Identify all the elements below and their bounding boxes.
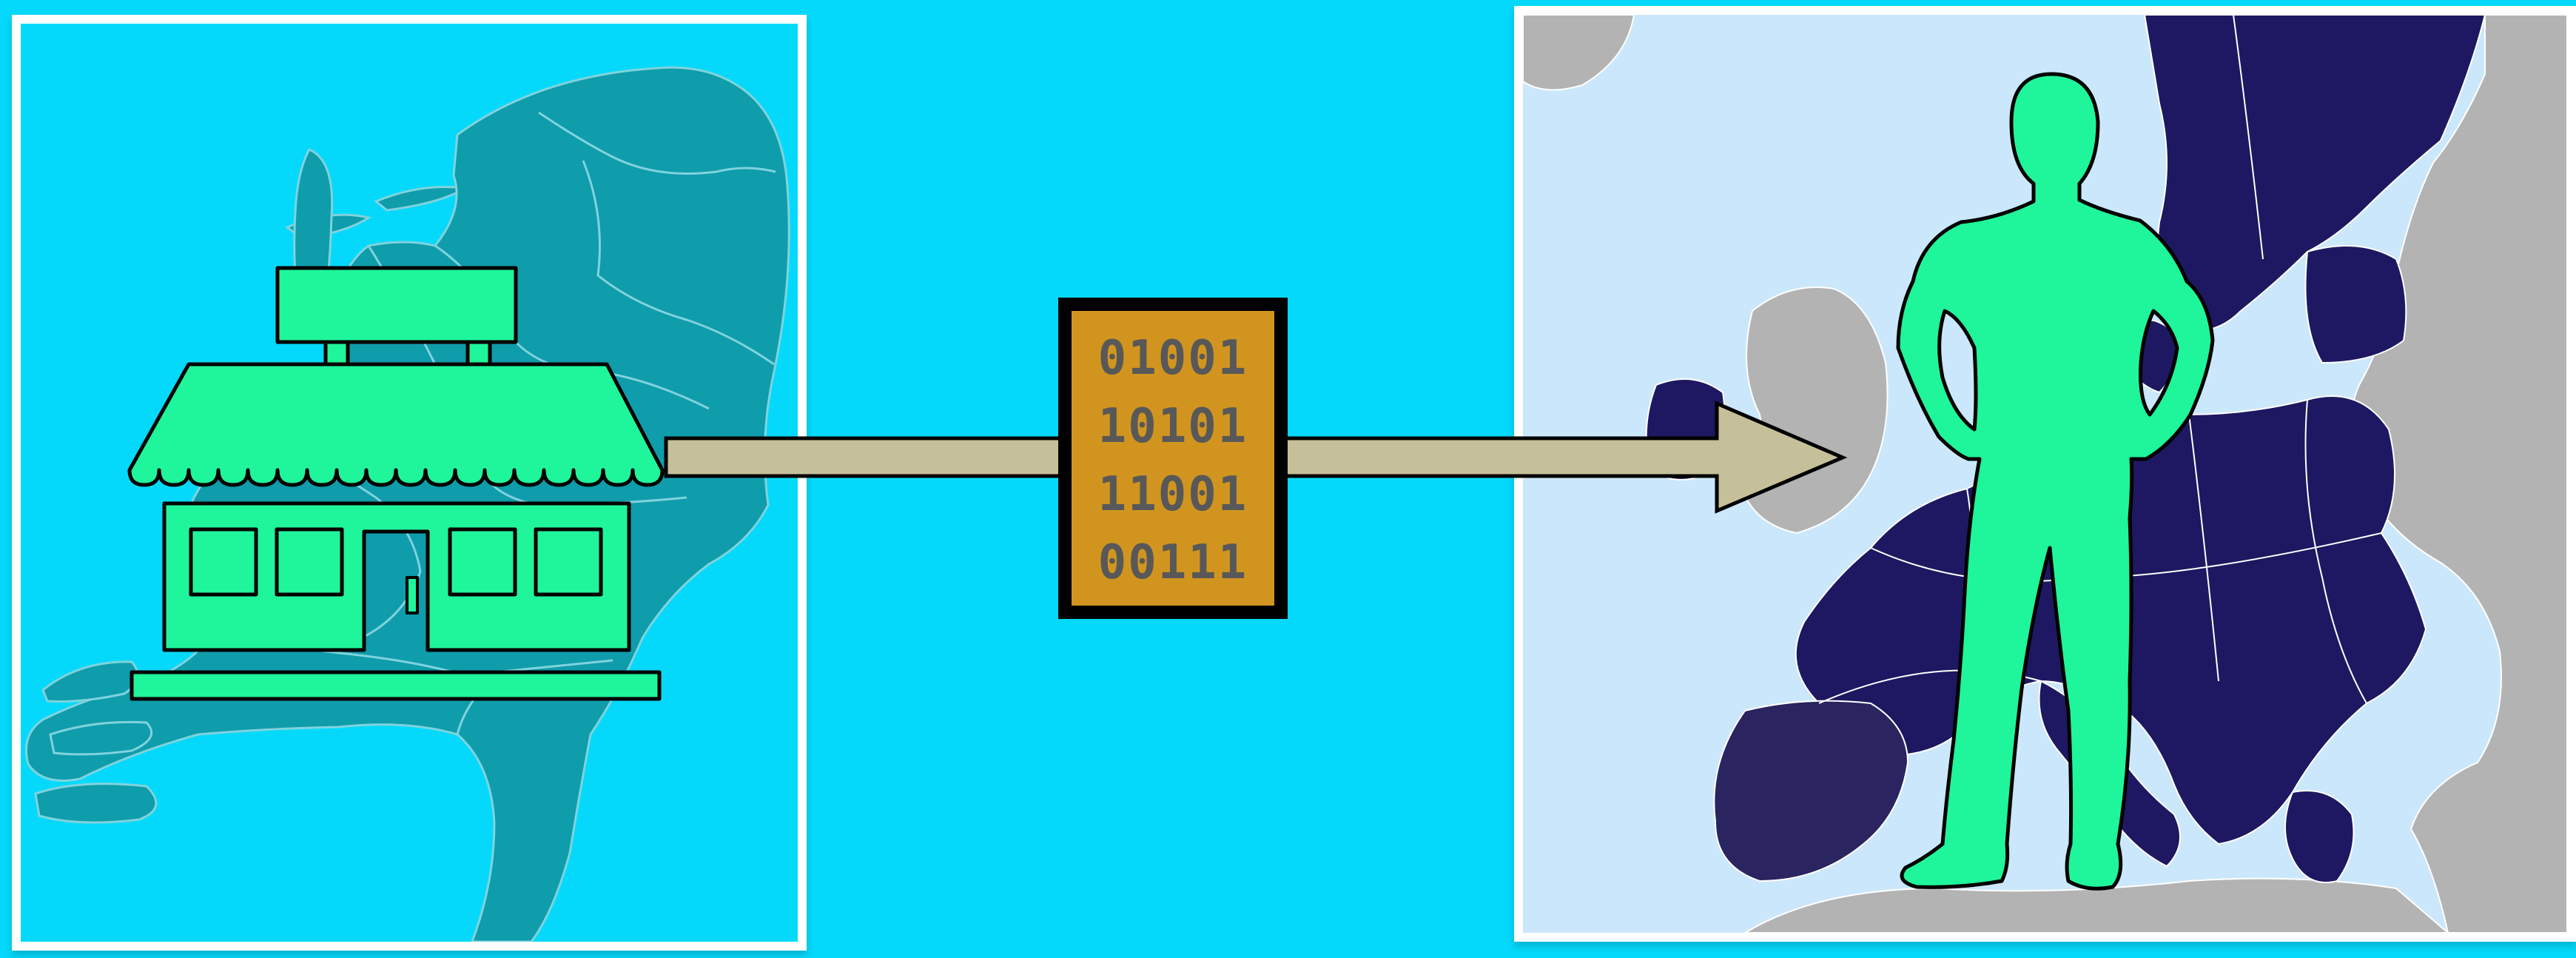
person-silhouette-icon: [1896, 72, 2215, 891]
binary-line-2: 10101: [1098, 399, 1248, 454]
binary-data-icon: 01001 10101 11001 00111: [1058, 298, 1288, 619]
binary-line-4: 00111: [1098, 535, 1248, 590]
shop-icon: [127, 266, 665, 701]
binary-line-1: 01001: [1098, 331, 1248, 386]
binary-line-3: 11001: [1098, 467, 1248, 522]
